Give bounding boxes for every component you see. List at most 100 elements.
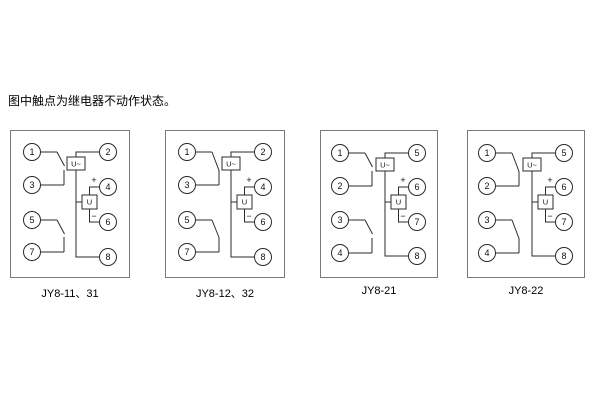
terminal-number: 2 <box>260 147 265 157</box>
relay-internal-schematic: U~ U + − 1 2 3 4 5 6 7 8 <box>320 130 438 278</box>
wire <box>545 186 556 195</box>
relay-internal-schematic: U~ U + − 1 2 3 4 5 6 7 8 <box>467 130 585 278</box>
terminal-circle <box>478 177 496 195</box>
terminal-circle <box>178 143 196 161</box>
wire <box>40 237 65 253</box>
terminals: 1 2 3 4 5 6 7 8 <box>331 144 426 265</box>
wire <box>195 170 220 186</box>
terminal-circle <box>178 243 196 261</box>
terminal-circle <box>254 143 272 161</box>
model-caption: JY8-22 <box>508 285 544 297</box>
minus-sign: − <box>400 211 405 221</box>
wire <box>384 171 409 257</box>
plus-sign: + <box>400 175 405 185</box>
terminal-circle <box>478 211 496 229</box>
terminal-circle <box>23 243 41 261</box>
dc-supply-element: U <box>236 194 253 210</box>
ac-voltage-element: U~ <box>375 157 395 172</box>
terminal-circle <box>408 247 426 265</box>
wire <box>495 238 520 254</box>
wire <box>230 151 255 157</box>
terminal-number: 2 <box>105 147 110 157</box>
terminal-number: 5 <box>29 215 34 225</box>
diagram-frame <box>10 130 130 278</box>
wiring <box>495 152 556 257</box>
terminal-number: 6 <box>105 217 110 227</box>
terminal-circle <box>99 213 117 231</box>
terminal-number: 4 <box>484 248 489 258</box>
terminal-circle <box>555 247 573 265</box>
minus-sign: − <box>547 211 552 221</box>
terminal-circle <box>408 144 426 162</box>
wire <box>531 171 556 257</box>
terminal-circle <box>23 143 41 161</box>
terminal-number: 8 <box>414 251 419 261</box>
state-note: 图中触点为继电器不动作状态。 <box>8 94 177 108</box>
terminal-number: 1 <box>184 147 189 157</box>
diagram-frame <box>467 130 585 278</box>
wire <box>495 171 520 187</box>
wire <box>89 209 100 223</box>
terminal-number: 1 <box>337 148 342 158</box>
diagram-frame <box>320 130 438 278</box>
model-caption: JY8-12、32 <box>195 288 255 300</box>
terminal-circle <box>408 178 426 196</box>
contact-blade <box>56 151 65 167</box>
terminal-circle <box>23 211 41 229</box>
wire <box>398 209 409 223</box>
wiring <box>40 151 100 258</box>
ac-element-label: U~ <box>71 160 81 169</box>
terminal-circle <box>254 248 272 266</box>
model-caption: JY8-21 <box>361 285 397 297</box>
terminal-number: 3 <box>184 180 189 190</box>
ac-element-box <box>221 156 241 171</box>
model-caption: JY8-11、31 <box>41 288 99 300</box>
terminal-circle <box>23 176 41 194</box>
wiring <box>195 151 255 258</box>
terminal-number: 7 <box>561 217 566 227</box>
terminal-circle <box>555 144 573 162</box>
terminals: 1 3 5 7 2 4 6 8 <box>23 143 117 266</box>
relay-internal-schematic: U~ U + − 1 3 5 7 2 4 6 8 <box>165 130 285 278</box>
contact-blade <box>56 219 65 235</box>
terminal-circle <box>254 178 272 196</box>
dc-element-label: U <box>396 198 401 207</box>
wiring <box>348 152 409 257</box>
terminals: 1 2 3 4 5 6 7 8 <box>478 144 573 265</box>
dc-element-box <box>81 194 98 210</box>
wire <box>348 238 373 254</box>
contact-blade <box>364 152 373 168</box>
terminal-circle <box>99 248 117 266</box>
wire <box>348 171 373 187</box>
diagram-jy8-22: U~ U + − 1 2 3 4 5 6 7 8 JY8-22 <box>467 130 585 297</box>
wire <box>398 186 409 195</box>
terminal-number: 2 <box>484 181 489 191</box>
contact-blade <box>364 219 373 235</box>
contact-blade <box>511 152 520 172</box>
dc-element-label: U <box>242 198 247 207</box>
terminal-number: 6 <box>561 182 566 192</box>
ac-voltage-element: U~ <box>221 156 241 171</box>
dc-element-box <box>537 194 554 210</box>
terminal-number: 2 <box>337 181 342 191</box>
terminal-circle <box>331 144 349 162</box>
diagram-jy8-12-32: U~ U + − 1 3 5 7 2 4 6 8 JY8-12、32 <box>165 130 285 301</box>
contact-blade <box>211 151 220 171</box>
terminal-circle <box>478 244 496 262</box>
wire <box>244 186 255 195</box>
ac-voltage-element: U~ <box>522 157 542 172</box>
terminal-circle <box>99 178 117 196</box>
terminal-number: 5 <box>184 215 189 225</box>
terminals: 1 3 5 7 2 4 6 8 <box>178 143 272 266</box>
minus-sign: − <box>91 211 96 221</box>
terminal-number: 6 <box>414 182 419 192</box>
wire <box>230 170 255 258</box>
terminal-circle <box>408 213 426 231</box>
wire <box>89 186 100 195</box>
diagram-frame <box>165 130 285 278</box>
wire <box>75 151 100 157</box>
terminal-number: 7 <box>184 247 189 257</box>
terminal-number: 5 <box>561 148 566 158</box>
diagram-jy8-11-31: U~ U + − 1 3 5 7 2 4 6 8 JY8-11、31 <box>10 130 130 301</box>
terminal-circle <box>555 213 573 231</box>
